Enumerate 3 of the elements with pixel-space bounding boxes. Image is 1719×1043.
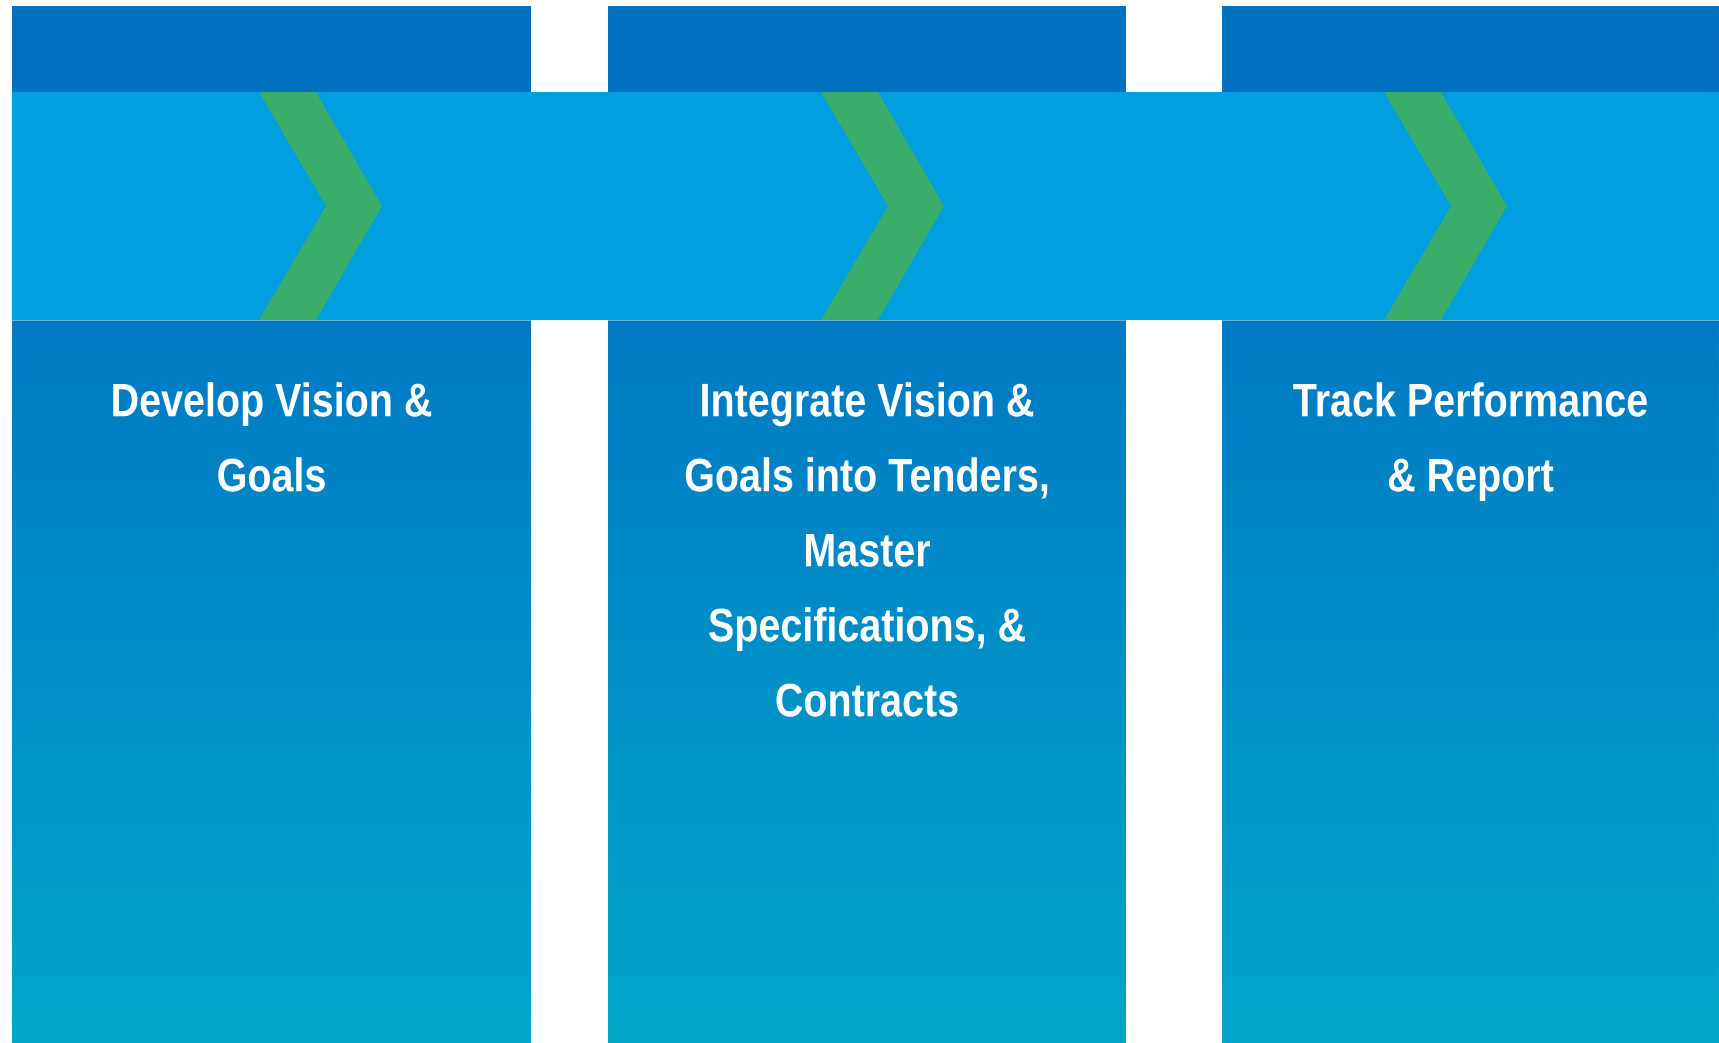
process-column: Develop Vision & Goals <box>113 382 432 492</box>
process-column: Integrate Vision & Goals into Tenders, Master Specifications, & Contracts <box>685 382 1048 717</box>
process-column: Track Performance & Report <box>1293 382 1647 501</box>
